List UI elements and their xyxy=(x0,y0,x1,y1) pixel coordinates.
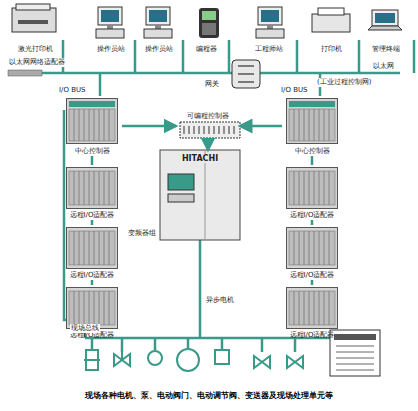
device-node: 远程I/O适配器 xyxy=(282,165,342,220)
node-label: 编程器 xyxy=(196,45,217,54)
bus-connector xyxy=(91,280,94,285)
diagram-label: 以太网 xyxy=(372,62,395,71)
node-label: 管理终端 xyxy=(372,45,400,54)
node-label: 可编程控制器 xyxy=(187,112,229,121)
diagram-label: 以太网网络适配器 xyxy=(8,58,66,67)
node-label: 工程师站 xyxy=(255,45,283,54)
node-label: 中心控制器 xyxy=(75,147,110,156)
device-node: HITACHI变频器组 xyxy=(160,150,240,240)
device-node: 远程I/O适配器 xyxy=(62,225,122,280)
device-node: 打印机 xyxy=(304,2,358,54)
device-node: 可编程控制器 xyxy=(176,112,240,140)
node-label: 打印机 xyxy=(321,45,342,54)
diagram-label: 异步电机 xyxy=(205,296,235,305)
node-label: HITACHI xyxy=(182,154,218,163)
node-label: 远程I/O适配器 xyxy=(70,211,115,220)
node-label: 操作员站 xyxy=(145,45,173,54)
diagram-label: 网关 xyxy=(204,80,220,89)
bus-connector xyxy=(311,220,314,225)
caption: 现场各种电机、泵、电动阀门、电动调节阀、变送器及现场处理单元等 xyxy=(4,390,414,401)
device-node: 激光打印机 xyxy=(4,2,66,54)
device-node: 编程器 xyxy=(186,2,226,54)
node-label: 操作员站 xyxy=(97,45,125,54)
node-label: 远程I/O适配器 xyxy=(290,331,335,340)
diagram-label: 现场总线 xyxy=(70,324,100,333)
device-node: 工程师站 xyxy=(244,2,294,54)
bus-connector xyxy=(240,125,282,128)
bus-connector xyxy=(122,125,176,128)
node-label: 远程I/O适配器 xyxy=(290,211,335,220)
node-label: 中心控制器 xyxy=(295,147,330,156)
bus-connector xyxy=(311,156,314,165)
diagram-label: I/O BUS xyxy=(280,86,309,95)
node-label: 远程I/O适配器 xyxy=(70,271,115,280)
node-label: 远程I/O适配器 xyxy=(290,271,335,280)
diagram-label: (工业过程控制网) xyxy=(316,78,372,87)
bus-connector xyxy=(91,220,94,225)
device-node: 中心控制器 xyxy=(62,96,122,156)
device-node: 远程I/O适配器 xyxy=(282,225,342,280)
bus-connector xyxy=(207,140,210,150)
bus-connector xyxy=(91,156,94,165)
device-node: 操作员站 xyxy=(88,2,134,54)
bus-connector xyxy=(311,280,314,285)
node-label: 变频器组 xyxy=(128,229,156,238)
device-node: 操作员站 xyxy=(136,2,182,54)
device-node: 管理终端 xyxy=(358,2,414,54)
device-node: 远程I/O适配器 xyxy=(282,285,342,340)
diagram-label: I/O BUS xyxy=(58,86,87,95)
device-node: 远程I/O适配器 xyxy=(62,165,122,220)
device-node: 中心控制器 xyxy=(282,96,342,156)
node-label: 激光打印机 xyxy=(18,45,53,54)
